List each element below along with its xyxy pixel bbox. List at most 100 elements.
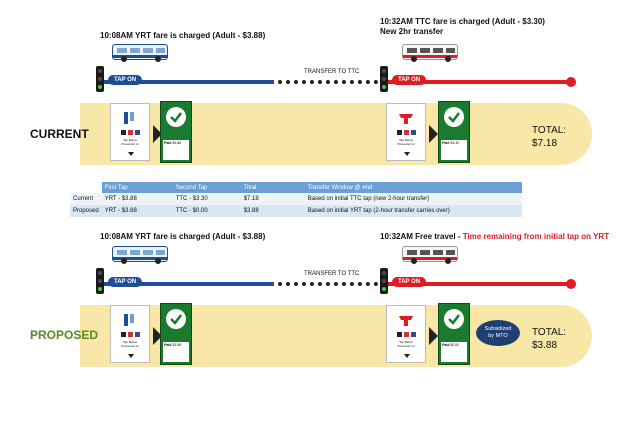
paid-label: Paid [164,343,172,347]
arrow-right-icon [153,327,162,345]
time-remaining-text: Time remaining from initial tap on YRT [462,232,610,241]
current-transfer-label: TRANSFER TO TTC [304,69,360,75]
table-header-cell: Second Tap [172,182,241,193]
table-header-cell [70,182,102,193]
mto-subsidy-badge: Subsidized by MTO [476,320,520,346]
proposed-total: TOTAL: $3.88 [532,326,566,352]
ttc-signal-icon [380,66,388,92]
yrt-validator-screen: Paid $3.88 [160,101,192,163]
check-icon [444,309,464,329]
yrt-bus-icon [112,246,168,264]
payment-cards-icon [121,332,140,337]
total-label: TOTAL: [532,125,567,136]
current-label: CURRENT [30,127,89,141]
ttc-logo-icon [399,316,413,326]
down-arrow-icon [404,152,410,156]
current-total: TOTAL: $7.18 [532,124,566,150]
check-icon [166,107,186,127]
table-cell: TTC - $0.00 [172,205,241,217]
table-cell: Based on initial YRT tap (2-hour transfe… [304,205,522,217]
ttc-validator-screen: Paid $3.30 [438,101,470,163]
ttc-signal-icon [380,268,388,294]
subsidy-line: by MTO [488,333,508,339]
subsidy-line: Subsidized [484,326,512,332]
yrt-paid-receipt: Paid $3.88 [163,342,189,362]
check-icon [444,107,464,127]
ttc-paid-receipt: Paid $3.30 [441,140,467,160]
paid-amount: $3.30 [450,141,460,145]
arrow-right-icon [429,327,438,345]
current-ttc-tap-on-badge: TAP ON [392,75,427,85]
ttc-paid-receipt: Paid $0.00 [441,342,467,362]
transfer-dotted-line [278,282,378,286]
yrt-signal-icon [96,268,104,294]
current-ttc-caption-transfer: New 2hr transfer [380,27,444,36]
table-header-row: First Tap Second Tap Total Transfer Wind… [70,182,522,193]
yrt-validator-screen: Paid $3.88 [160,303,192,365]
current-ttc-caption: 10:32AM TTC fare is charged (Adult - $3.… [380,17,545,26]
ttc-route-line [388,80,570,84]
proposed-ttc-tap-on-badge: TAP ON [392,277,427,287]
ttc-bus-icon [402,44,458,62]
current-yrt-caption: 10:08AM YRT fare is charged (Adult - $3.… [100,31,266,40]
paid-amount: $3.88 [172,343,182,347]
current-yrt-tap-on-badge: TAP ON [108,75,143,85]
table-cell: YRT - $3.88 [101,193,173,205]
table-row: Current YRT - $3.88 TTC - $3.30 $7.18 Ba… [70,193,522,205]
table-cell: $3.88 [240,205,305,217]
table-header-cell: First Tap [101,182,173,193]
ttc-route-line [388,282,570,286]
fare-comparison-table: First Tap Second Tap Total Transfer Wind… [70,182,522,217]
payment-cards-icon [397,130,416,135]
proposed-label: PROPOSED [30,328,99,342]
payment-cards-icon [397,332,416,337]
total-label: TOTAL: [532,327,567,338]
table-header-cell: Transfer Window @ end [304,182,522,193]
table-cell: Current [70,193,102,205]
paid-amount: $0.00 [450,343,460,347]
total-value: $7.18 [532,138,558,149]
yrt-paid-receipt: Paid $3.88 [163,140,189,160]
yrt-logo-icon [124,112,134,124]
paid-amount: $3.88 [172,141,182,145]
route-end-dot [566,279,576,289]
yrt-logo-icon [124,314,134,326]
table-cell: $7.18 [240,193,305,205]
payment-cards-icon [121,130,140,135]
proposed-transfer-label: TRANSFER TO TTC [304,271,360,277]
proposed-yrt-tap-on-badge: TAP ON [108,277,143,287]
table-cell: Based on initial TTC tap (new 2-hour tra… [304,193,522,205]
table-cell: YRT - $3.88 [101,205,173,217]
free-travel-text: 10:32AM Free travel - [380,232,463,241]
proposed-yrt-caption: 10:08AM YRT fare is charged (Adult - $3.… [100,232,266,241]
proposed-ttc-caption: 10:32AM Free travel - Time remaining fro… [380,232,609,241]
transfer-dotted-line [278,80,378,84]
paid-label: Paid [442,141,450,145]
down-arrow-icon [404,354,410,358]
check-icon [166,309,186,329]
paid-label: Paid [164,141,172,145]
yrt-bus-icon [112,44,168,62]
paid-label: Paid [442,343,450,347]
total-value: $3.88 [532,340,558,351]
route-end-dot [566,77,576,87]
table-header-cell: Total [240,182,305,193]
ttc-logo-icon [399,114,413,124]
arrow-right-icon [429,125,438,143]
down-arrow-icon [128,152,134,156]
down-arrow-icon [128,354,134,358]
table-cell: TTC - $3.30 [172,193,241,205]
table-cell: Proposed [70,205,102,217]
yrt-route-line [104,282,274,286]
yrt-route-line [104,80,274,84]
ttc-bus-icon [402,246,458,264]
yrt-signal-icon [96,66,104,92]
